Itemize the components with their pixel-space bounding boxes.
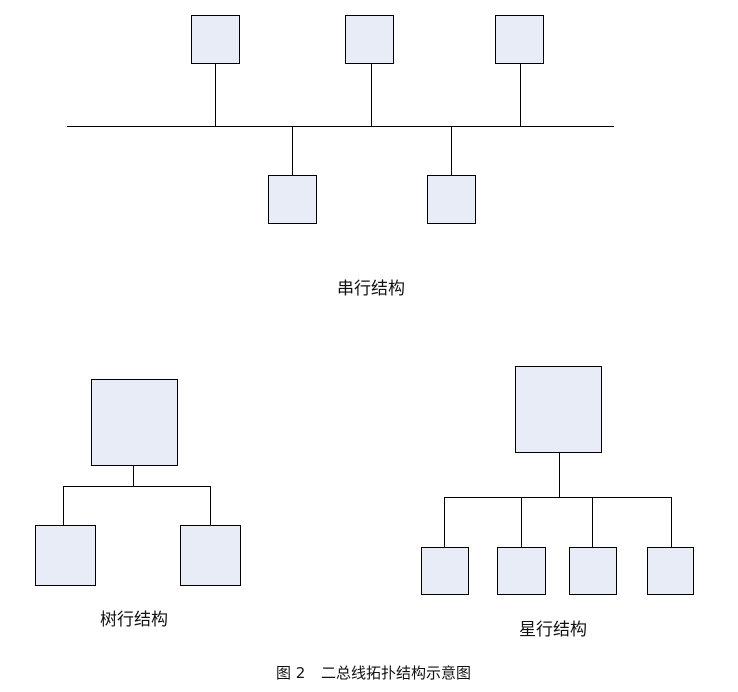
star-leaf-node-box (497, 547, 546, 595)
bus-node-box (191, 15, 240, 64)
tree-root-node-box (91, 379, 178, 466)
tree-leaf-node-box (180, 525, 241, 586)
star-structure-diagram: 星行结构 (421, 366, 694, 640)
bus-structure-diagram: 串行结构 (67, 15, 614, 299)
bus-node-box (345, 15, 394, 64)
tree-leaf-node-box (35, 525, 96, 586)
figure-caption: 图 2 二总线拓扑结构示意图 (276, 664, 471, 682)
star-hub-node-box (515, 366, 602, 453)
star-leaf-node-box (421, 547, 469, 595)
figure-number: 图 2 (276, 664, 305, 682)
tree-structure-diagram: 树行结构 (35, 379, 241, 630)
star-leaf-node-box (647, 547, 694, 595)
bus-node-box (495, 15, 544, 64)
tree-structure-label: 树行结构 (100, 610, 168, 630)
bus-node-box (268, 175, 317, 224)
star-structure-label: 星行结构 (519, 620, 587, 640)
bus-node-box (427, 175, 476, 224)
star-leaf-node-box (569, 547, 617, 595)
bus-structure-label: 串行结构 (337, 279, 405, 299)
figure-title: 二总线拓扑结构示意图 (321, 664, 471, 682)
